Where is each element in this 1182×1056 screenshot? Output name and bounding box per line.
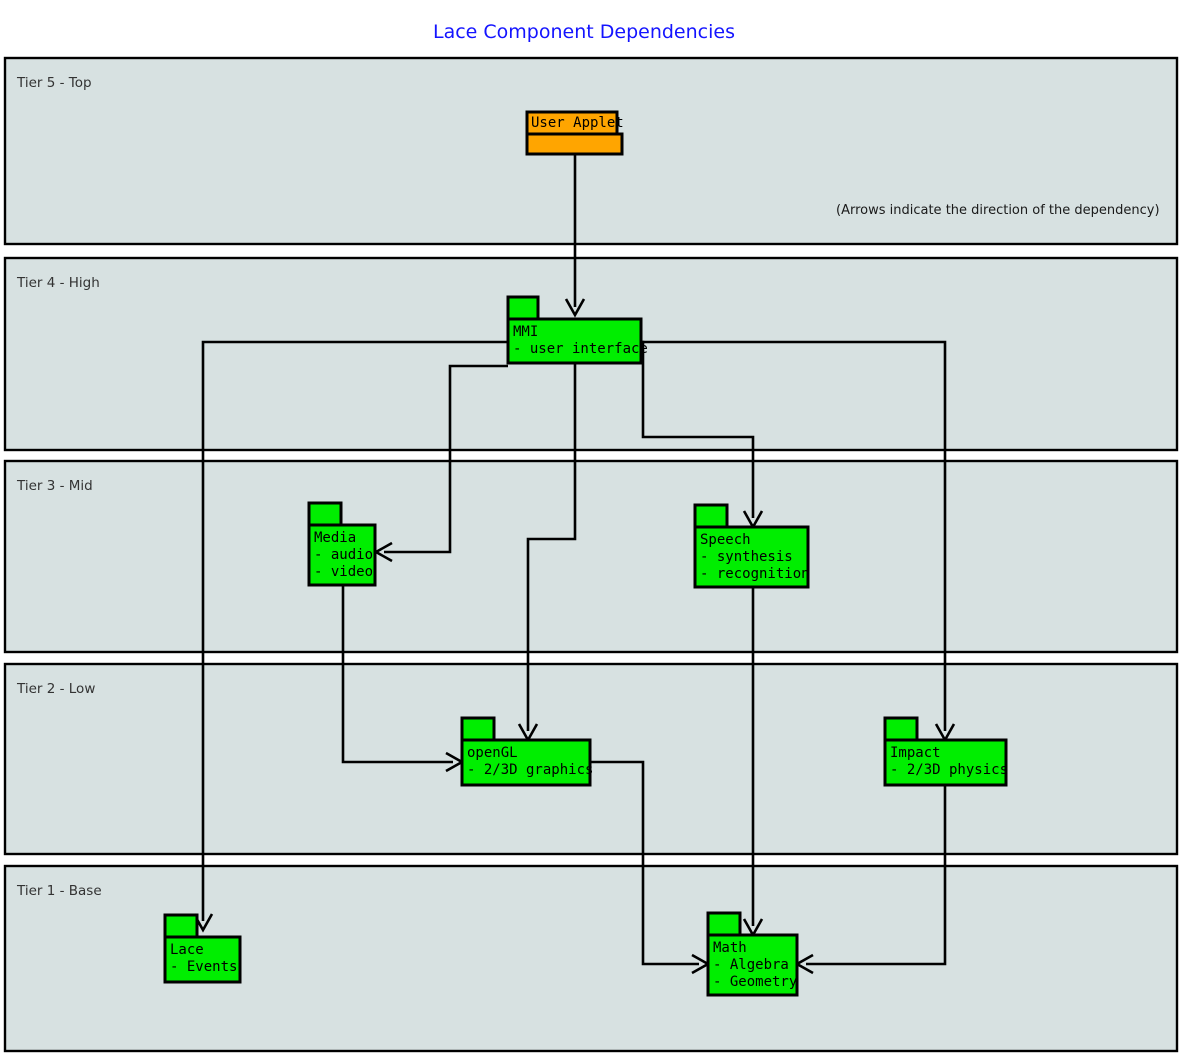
package-name: openGL [467, 745, 518, 761]
edge-path [341, 585, 453, 764]
package-media[interactable]: Media- audio- video [307, 501, 377, 587]
tier-band-rect [3, 256, 1179, 452]
package-user-applet[interactable]: User Applet [525, 110, 624, 156]
tier-band-rect [3, 459, 1179, 654]
package-body [506, 317, 643, 365]
package-opengl[interactable]: openGL- 2/3D graphics [460, 716, 593, 787]
package-tab [883, 716, 919, 742]
package-body [525, 132, 624, 156]
package-impact[interactable]: Impact- 2/3D physics [883, 716, 1008, 787]
edge-path [384, 364, 508, 554]
package-tab [693, 503, 729, 529]
package-detail-line: - user interface [513, 341, 648, 357]
package-speech[interactable]: Speech- synthesis- recognition [693, 503, 810, 589]
tier-band-tier-4: Tier 4 - High [3, 256, 1179, 452]
package-detail-line: - video [314, 564, 373, 580]
edge-path [201, 340, 508, 921]
package-detail-line: - recognition [700, 566, 810, 582]
package-body [706, 933, 799, 997]
edge-path [590, 760, 699, 966]
package-detail-line: - 2/3D physics [890, 762, 1008, 778]
tier-label: Tier 2 - Low [16, 681, 95, 697]
tier-label: Tier 3 - Mid [16, 478, 93, 494]
package-detail-line: - synthesis [700, 549, 793, 565]
package-tab [506, 295, 540, 321]
package-tab [163, 913, 199, 939]
package-tab [307, 501, 343, 527]
tier-band-tier-3: Tier 3 - Mid [3, 459, 1179, 654]
package-detail-line: - Events [170, 959, 237, 975]
package-name: MMI [513, 324, 538, 340]
package-math[interactable]: Math- Algebra- Geometry [706, 911, 799, 997]
page-title: Lace Component Dependencies [433, 21, 735, 43]
package-name: Math [713, 940, 747, 956]
package-name: Impact [890, 745, 941, 761]
package-name: Lace [170, 942, 204, 958]
package-body [460, 738, 592, 787]
package-body [307, 523, 377, 587]
package-detail-line: - Algebra [713, 957, 789, 973]
package-name: Speech [700, 532, 751, 548]
package-tab [460, 716, 496, 742]
tier-label: Tier 5 - Top [16, 75, 92, 91]
package-lace[interactable]: Lace- Events [163, 913, 242, 984]
package-detail-line: - 2/3D graphics [467, 762, 593, 778]
edge-path [806, 785, 947, 966]
package-name: Media [314, 530, 356, 546]
tier-label: Tier 4 - High [16, 275, 100, 291]
package-body [883, 738, 1008, 787]
package-name: User Applet [531, 115, 624, 131]
package-detail-line: - Geometry [713, 974, 797, 990]
edge-user-applet-to-mmi [564, 154, 586, 318]
dependency-edges-group [192, 154, 956, 975]
package-body [693, 525, 810, 589]
package-detail-line: - audio [314, 547, 373, 563]
edge-path [641, 340, 947, 731]
package-tab [706, 911, 742, 937]
arrowhead-icon [564, 298, 586, 318]
edge-path [526, 363, 577, 731]
package-body [163, 935, 242, 984]
package-mmi[interactable]: MMI- user interface [506, 295, 648, 365]
tier-label: Tier 1 - Base [16, 883, 102, 899]
arrow-direction-note: (Arrows indicate the direction of the de… [836, 203, 1160, 218]
